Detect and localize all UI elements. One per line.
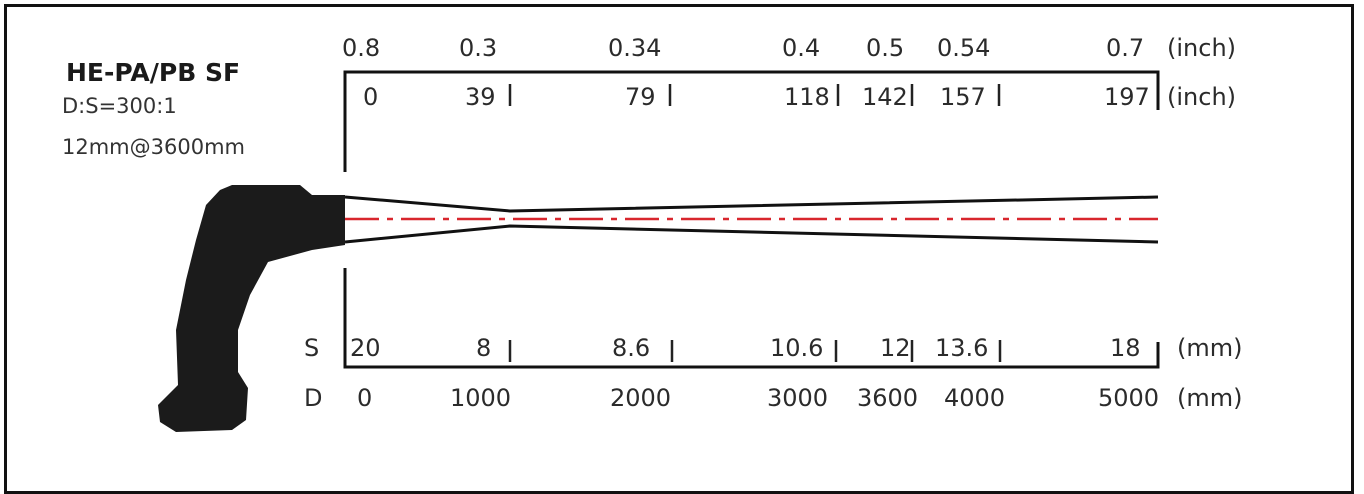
top-dist-1: 39: [465, 83, 496, 111]
bottom-dist-0: 0: [357, 384, 373, 412]
top-spot-3: 0.4: [782, 34, 821, 62]
optics-diagram: [158, 70, 1160, 432]
bottom-unit-mm-d: (mm): [1177, 384, 1243, 412]
top-unit-inch: (inch): [1167, 34, 1237, 62]
top-dist-3: 118: [784, 83, 830, 111]
bottom-spot-1: 8: [476, 334, 492, 362]
bottom-spot-3: 10.6: [770, 334, 824, 362]
bottom-spot-4: 12: [880, 334, 911, 362]
top-dist-2: 79: [625, 83, 656, 111]
label-d: D: [304, 384, 323, 412]
top-dist-6: 197: [1104, 83, 1150, 111]
bottom-spot-0: 20: [350, 334, 381, 362]
ratio-label: D:S=300:1: [62, 94, 177, 118]
bottom-spot-2: 8.6: [612, 334, 651, 362]
bottom-dist-5: 4000: [944, 384, 1006, 412]
top-spot-5: 0.54: [937, 34, 991, 62]
top-ticks: [508, 84, 1001, 106]
bottom-dist-3: 3000: [767, 384, 829, 412]
bottom-spot-6: 18: [1110, 334, 1141, 362]
bottom-unit-mm-s: (mm): [1177, 334, 1243, 362]
top-spot-0: 0.8: [342, 34, 381, 62]
top-dist-4: 142: [862, 83, 908, 111]
bottom-spot-5: 13.6: [935, 334, 989, 362]
spot-spec-label: 12mm@3600mm: [62, 135, 245, 159]
bottom-dist-1: 1000: [450, 384, 512, 412]
thermometer-gun-icon: [158, 185, 345, 432]
bottom-dist-6: 5000: [1098, 384, 1160, 412]
top-spot-1: 0.3: [459, 34, 498, 62]
model-name: HE-PA/PB SF: [66, 58, 241, 87]
label-s: S: [304, 334, 320, 362]
top-scale-bracket: [343, 70, 1160, 172]
top-dist-0: 0: [363, 83, 379, 111]
top-dist-5: 157: [940, 83, 986, 111]
bottom-dist-2: 2000: [610, 384, 672, 412]
bottom-dist-4: 3600: [857, 384, 919, 412]
beam-outline: [344, 195, 1159, 244]
second-unit-inch: (inch): [1167, 83, 1237, 111]
top-spot-4: 0.5: [866, 34, 905, 62]
top-spot-6: 0.7: [1106, 34, 1145, 62]
bottom-ticks: [508, 340, 1002, 362]
top-spot-2: 0.34: [608, 34, 662, 62]
bottom-scale-bracket: [343, 268, 1160, 369]
